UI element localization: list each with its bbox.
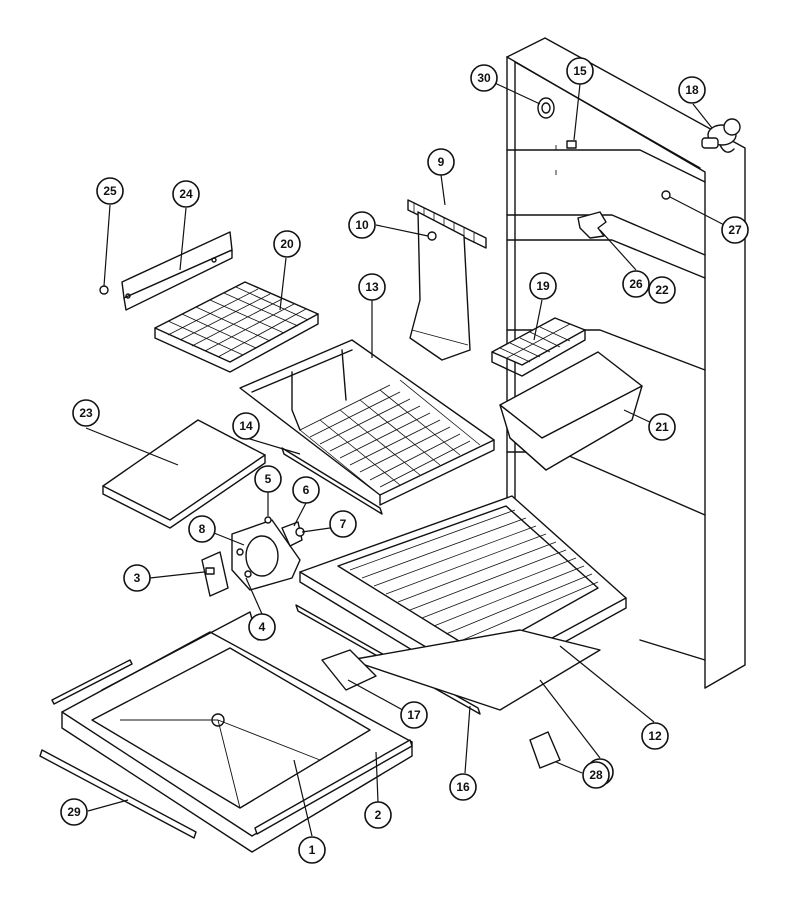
callout-22-label: 22 xyxy=(655,283,669,297)
callout-23-label: 23 xyxy=(79,406,93,420)
thermostat-part xyxy=(701,118,741,153)
callout-15: 15 xyxy=(566,57,594,85)
callout-20-label: 20 xyxy=(280,237,294,251)
callout-6-label: 6 xyxy=(303,483,310,497)
callout-20: 20 xyxy=(273,230,301,258)
callout-5: 5 xyxy=(254,465,282,493)
callout-9: 9 xyxy=(427,148,455,176)
clip-part xyxy=(529,731,561,769)
callout-14: 14 xyxy=(232,412,260,440)
callout-30-label: 30 xyxy=(477,71,491,85)
callout-7-label: 7 xyxy=(340,517,347,531)
callout-5-label: 5 xyxy=(265,472,272,486)
callout-16: 16 xyxy=(449,773,477,801)
callout-24: 24 xyxy=(172,180,200,208)
callout-25: 25 xyxy=(96,177,124,205)
ice-cube-tray xyxy=(491,317,586,377)
callout-18: 18 xyxy=(678,76,706,104)
callout-28: 28 xyxy=(582,761,610,789)
callout-12-label: 12 xyxy=(648,729,662,743)
callout-12: 12 xyxy=(641,722,669,750)
callout-13: 13 xyxy=(358,273,386,301)
callout-29: 29 xyxy=(60,798,88,826)
callout-3: 3 xyxy=(123,564,151,592)
callout-25-label: 25 xyxy=(103,184,117,198)
fan-motor-parts xyxy=(264,516,305,547)
callout-19-label: 19 xyxy=(536,279,550,293)
callout-29-label: 29 xyxy=(67,805,81,819)
ice-grid-shelf xyxy=(154,281,319,373)
callout-9-label: 9 xyxy=(438,155,445,169)
screw-part-25 xyxy=(99,285,109,295)
callout-23: 23 xyxy=(72,399,100,427)
stud-part xyxy=(566,140,577,149)
callout-15-label: 15 xyxy=(573,64,587,78)
callout-7: 7 xyxy=(329,510,357,538)
control-knob xyxy=(537,97,555,119)
callout-21-label: 21 xyxy=(655,420,669,434)
callout-28-label: 28 xyxy=(589,768,603,782)
side-rail-right xyxy=(254,739,413,835)
callout-26: 26 xyxy=(622,270,650,298)
glass-shelf-panel xyxy=(102,419,266,529)
bracket-part xyxy=(577,211,607,239)
shelf-trim-rod xyxy=(281,447,383,515)
callout-8: 8 xyxy=(188,515,216,543)
callout-6: 6 xyxy=(292,476,320,504)
fan-housing xyxy=(231,519,301,591)
callout-17: 17 xyxy=(400,701,428,729)
cabinet-outline xyxy=(506,37,746,689)
callout-2-label: 2 xyxy=(375,808,382,822)
callout-1: 1 xyxy=(298,836,326,864)
callout-30: 30 xyxy=(470,64,498,92)
callout-10: 10 xyxy=(348,211,376,239)
drawer-base-tray xyxy=(61,611,413,853)
callout-21: 21 xyxy=(648,413,676,441)
callout-8-label: 8 xyxy=(199,522,206,536)
side-rail-left xyxy=(39,659,197,839)
callout-27: 27 xyxy=(721,216,749,244)
wire-shelf xyxy=(239,339,495,506)
callout-3-label: 3 xyxy=(134,571,141,585)
callout-18-label: 18 xyxy=(685,83,699,97)
callout-14-label: 14 xyxy=(239,419,253,433)
leader-lines xyxy=(85,77,735,837)
callout-26-label: 26 xyxy=(629,277,643,291)
mounting-plate xyxy=(121,231,233,311)
callout-24-label: 24 xyxy=(179,187,193,201)
callout-4: 4 xyxy=(248,613,276,641)
callout-16-label: 16 xyxy=(456,780,470,794)
control-switch xyxy=(201,551,229,597)
callout-10-label: 10 xyxy=(355,218,369,232)
callout-19: 19 xyxy=(529,272,557,300)
crisper-insert-panel xyxy=(349,629,601,711)
callout-17-label: 17 xyxy=(407,708,421,722)
freezer-bin xyxy=(499,351,643,471)
callout-27-label: 27 xyxy=(728,223,742,237)
screw-part-27 xyxy=(661,190,671,200)
drip-pad xyxy=(321,649,377,691)
callout-2: 2 xyxy=(364,801,392,829)
callout-13-label: 13 xyxy=(365,280,379,294)
callout-4-label: 4 xyxy=(259,620,266,634)
air-duct xyxy=(407,199,487,361)
callout-1-label: 1 xyxy=(309,843,316,857)
callout-22: 22 xyxy=(648,276,676,304)
